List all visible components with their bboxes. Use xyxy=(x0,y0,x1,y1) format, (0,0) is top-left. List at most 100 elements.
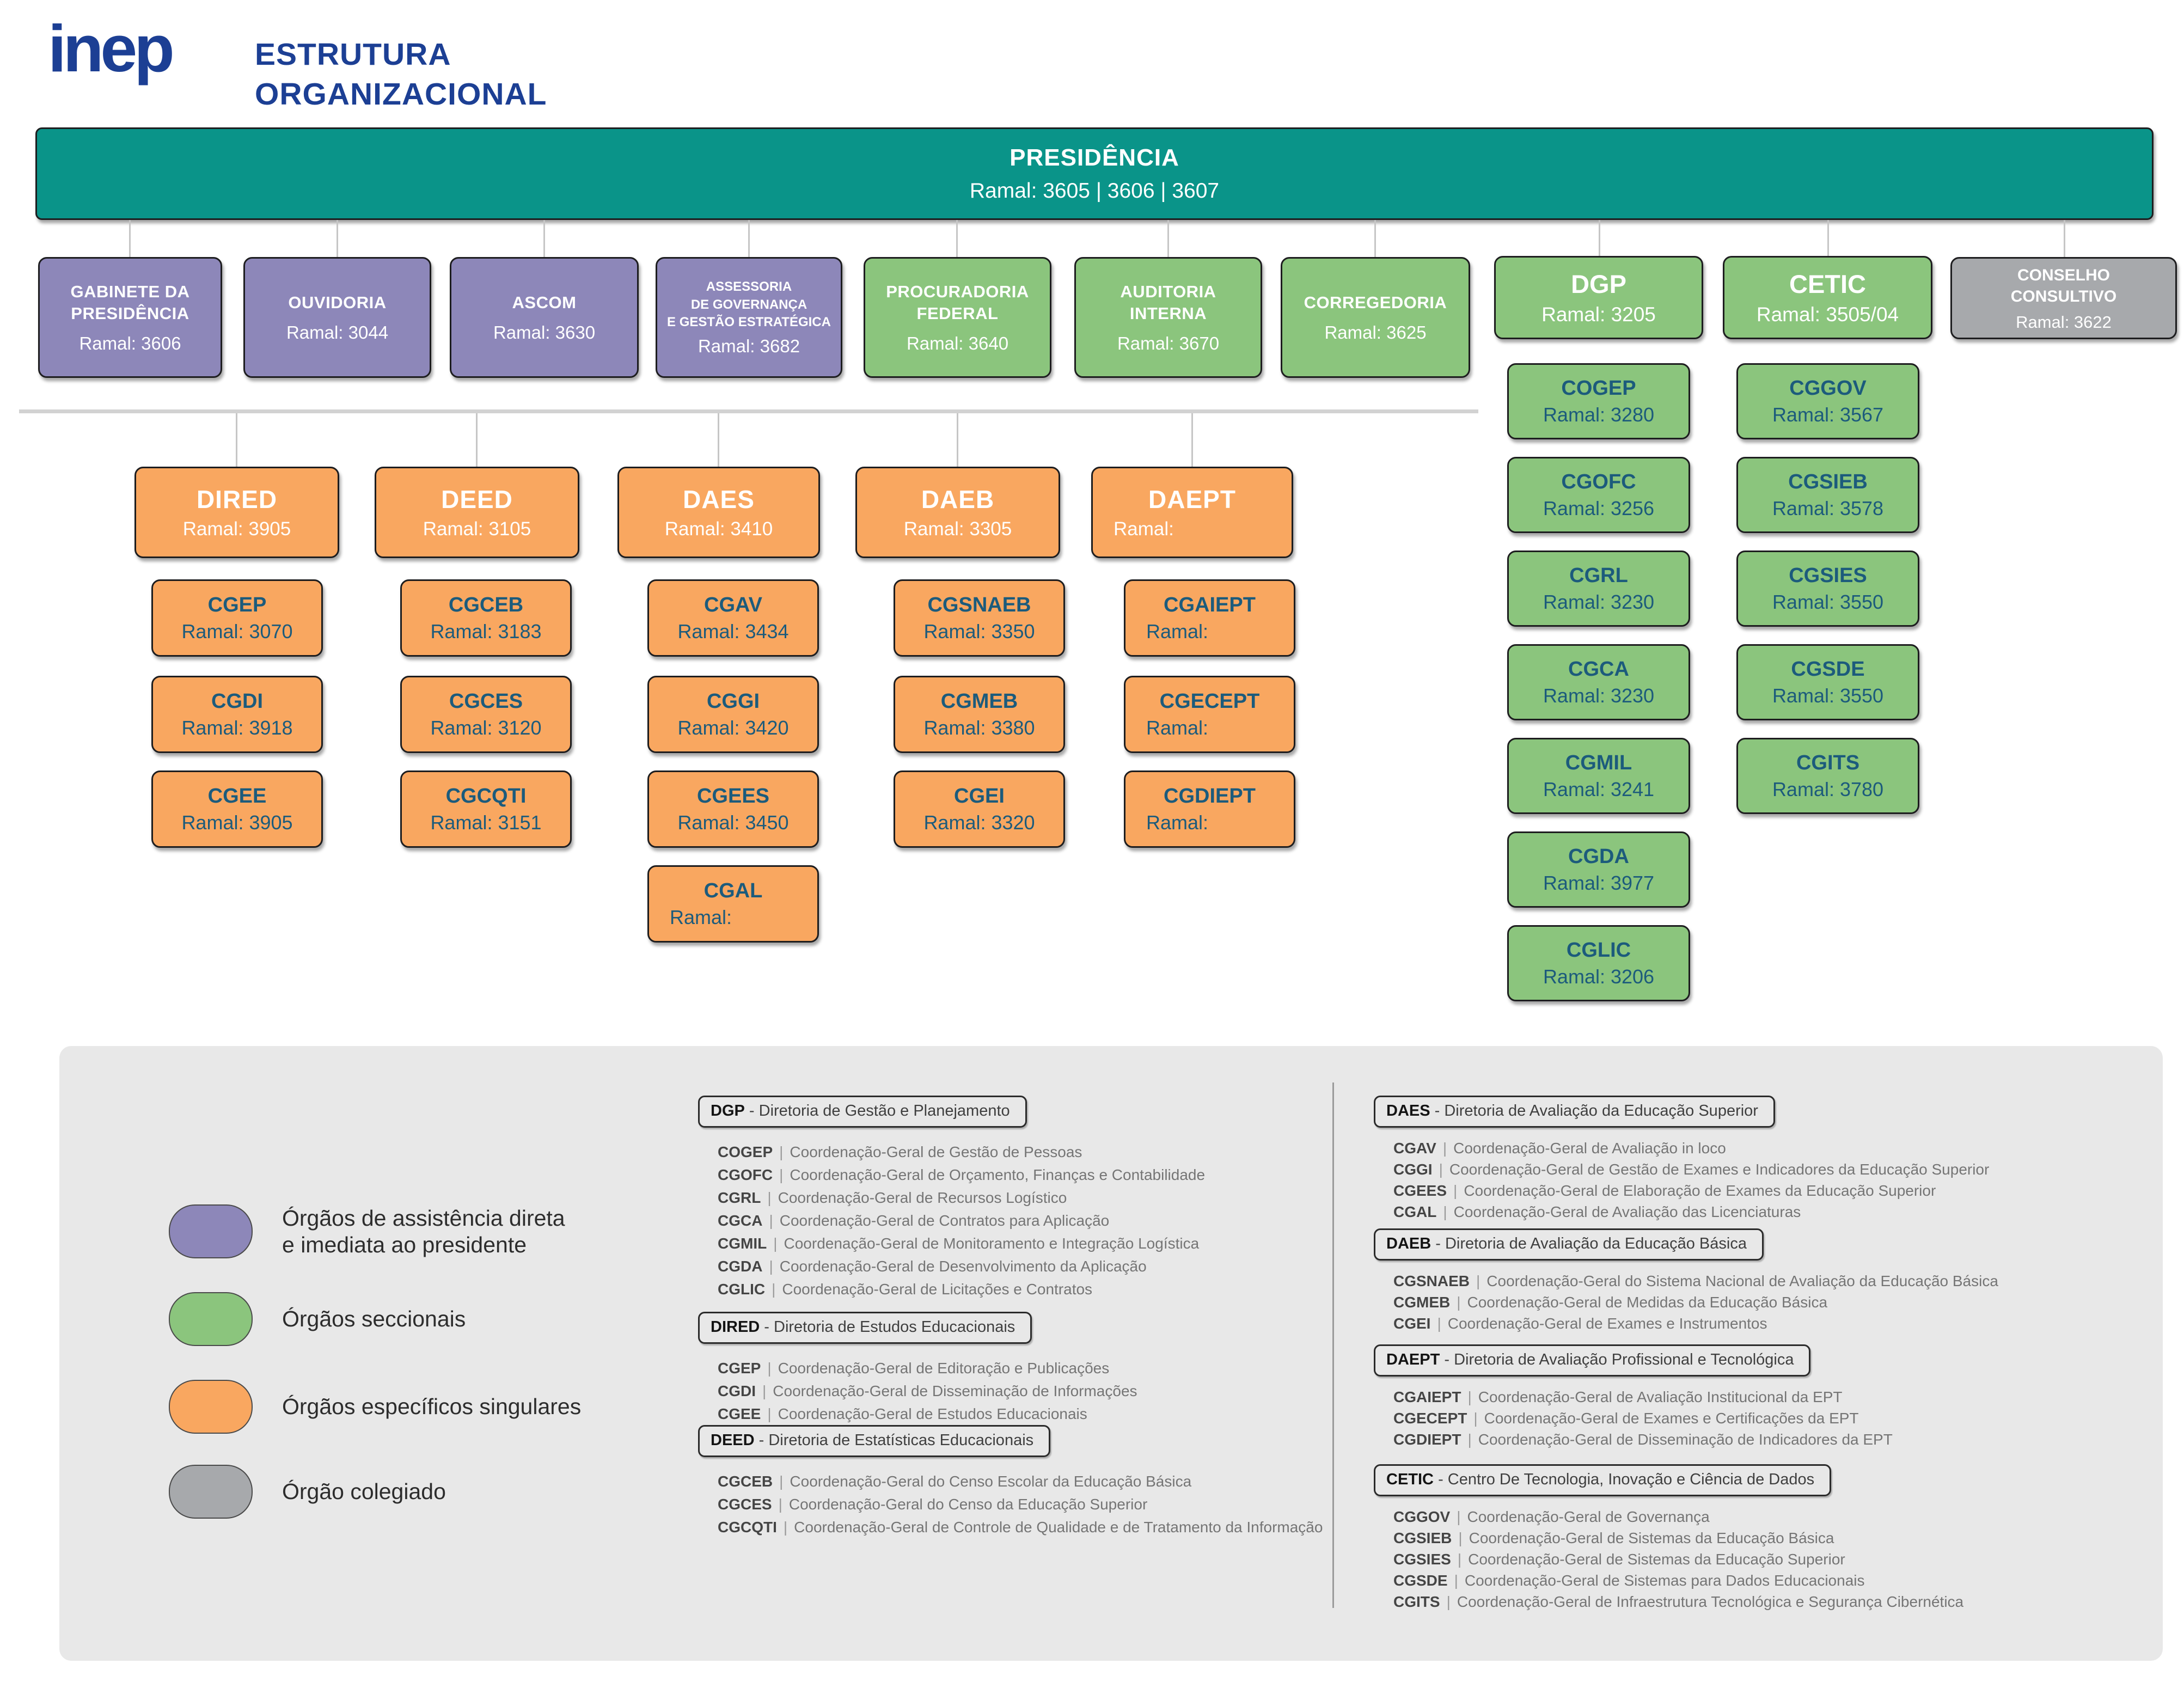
item-desc: Coordenação-Geral de Editoração e Public… xyxy=(778,1360,1110,1377)
list-section-header: DEED - Diretoria de Estatísticas Educaci… xyxy=(698,1425,1051,1457)
separator: | xyxy=(1453,1182,1458,1199)
box-title: CGDI xyxy=(211,689,263,713)
box-ramal: Ramal: 3256 xyxy=(1543,497,1655,519)
section-title: - Centro De Tecnologia, Inovação e Ciênc… xyxy=(1438,1471,1815,1488)
panel-divider xyxy=(1332,1082,1334,1608)
item-acronym: CGDI xyxy=(718,1383,756,1399)
box-title: CGGOV xyxy=(1789,376,1867,400)
item-desc: Coordenação-Geral de Orçamento, Finanças… xyxy=(790,1166,1206,1183)
list-section-header: DAES - Diretoria de Avaliação da Educaçã… xyxy=(1374,1096,1775,1128)
item-acronym: CGSIES xyxy=(1393,1551,1451,1568)
separator: | xyxy=(779,1143,784,1160)
list-items: CGSNAEB|Coordenação-Geral do Sistema Nac… xyxy=(1374,1270,1998,1334)
box-title: COGEP xyxy=(1561,376,1636,400)
connector-line xyxy=(1599,220,1600,256)
box-ramal: Ramal: 3205 xyxy=(1541,303,1656,326)
org-box-cgdi: CGDI Ramal: 3918 xyxy=(151,676,323,753)
item-acronym: CGITS xyxy=(1393,1593,1440,1610)
box-ramal: Ramal: 3670 xyxy=(1117,333,1220,354)
separator: | xyxy=(767,1189,772,1206)
item-acronym: CGCQTI xyxy=(718,1519,777,1536)
list-section-daept: DAEPT - Diretoria de Avaliação Profissio… xyxy=(1374,1344,1893,1450)
item-acronym: CGAV xyxy=(1393,1140,1436,1157)
box-ramal: Ramal: 3044 xyxy=(286,322,389,343)
box-title: DAEB xyxy=(921,485,995,513)
org-box-cglic: CGLIC Ramal: 3206 xyxy=(1507,925,1690,1001)
org-box-cgsieb: CGSIEB Ramal: 3578 xyxy=(1736,457,1919,533)
item-acronym: CGMEB xyxy=(1393,1294,1451,1311)
box-title: CGSNAEB xyxy=(927,593,1031,616)
list-item: CGAV|Coordenação-Geral de Avaliação in l… xyxy=(1393,1137,1989,1159)
box-ramal: Ramal: 3151 xyxy=(430,811,542,834)
item-acronym: CGEES xyxy=(1393,1182,1447,1199)
item-acronym: CGCES xyxy=(718,1496,772,1513)
list-item: CGECEPT|Coordenação-Geral de Exames e Ce… xyxy=(1393,1408,1893,1429)
item-acronym: CGOFC xyxy=(718,1166,773,1183)
list-section-daes: DAES - Diretoria de Avaliação da Educaçã… xyxy=(1374,1096,1989,1222)
list-item: CGGOV|Coordenação-Geral de Governança xyxy=(1393,1506,1963,1527)
org-box-cggov: CGGOV Ramal: 3567 xyxy=(1736,363,1919,439)
list-section-daeb: DAEB - Diretoria de Avaliação da Educaçã… xyxy=(1374,1228,1998,1334)
connector-line xyxy=(1191,413,1193,467)
list-section-header: DGP - Diretoria de Gestão e Planejamento xyxy=(698,1096,1027,1128)
legend-label: Órgãos seccionais xyxy=(282,1306,466,1332)
separator: | xyxy=(779,1166,784,1183)
org-box-cgees: CGEES Ramal: 3450 xyxy=(647,770,819,848)
list-item: CGLIC|Coordenação-Geral de Licitações e … xyxy=(718,1278,1205,1301)
inep-logo: inep xyxy=(48,11,175,85)
box-title: CGITS xyxy=(1796,751,1860,774)
box-title: CETIC xyxy=(1789,270,1866,298)
box-ramal: Ramal: 3905 xyxy=(181,811,293,834)
connector-line xyxy=(1167,220,1169,257)
item-desc: Coordenação-Geral de Disseminação de Ind… xyxy=(1478,1431,1893,1448)
box-title: CGEES xyxy=(696,784,770,808)
connector-line xyxy=(1827,220,1829,256)
item-desc: Coordenação-Geral do Censo da Educação S… xyxy=(788,1496,1148,1513)
item-acronym: CGDA xyxy=(718,1258,763,1275)
org-box-dgp: DGP Ramal: 3205 xyxy=(1494,256,1703,339)
item-desc: Coordenação-Geral de Exames e Certificaç… xyxy=(1484,1410,1859,1427)
box-ramal: Ramal: 3230 xyxy=(1543,590,1655,613)
connector-line xyxy=(718,413,719,467)
item-acronym: CGSDE xyxy=(1393,1572,1448,1589)
item-acronym: CGEE xyxy=(718,1405,761,1422)
list-item: CGMEB|Coordenação-Geral de Medidas da Ed… xyxy=(1393,1292,1998,1313)
separator: | xyxy=(783,1519,788,1536)
separator: | xyxy=(1457,1294,1461,1311)
list-section-cetic: CETIC - Centro De Tecnologia, Inovação e… xyxy=(1374,1464,1963,1612)
box-ramal: Ramal: 3625 xyxy=(1324,322,1427,343)
box-ramal: Ramal: 3977 xyxy=(1543,871,1655,894)
legend-swatch-gray xyxy=(169,1465,253,1519)
list-item: CGCEB|Coordenação-Geral do Censo Escolar… xyxy=(718,1470,1323,1493)
box-title: CGECEPT xyxy=(1159,689,1260,713)
connector-rail xyxy=(19,409,1478,413)
separator: | xyxy=(1473,1410,1478,1427)
org-box-cgces: CGCES Ramal: 3120 xyxy=(400,676,572,753)
box-title: ASCOM xyxy=(512,292,577,312)
separator: | xyxy=(1457,1508,1461,1525)
list-item: CGDIEPT|Coordenação-Geral de Disseminaçã… xyxy=(1393,1429,1893,1450)
item-desc: Coordenação-Geral de Exames e Instrument… xyxy=(1447,1315,1767,1332)
list-item: CGSDE|Coordenação-Geral de Sistemas para… xyxy=(1393,1570,1963,1591)
connector-line xyxy=(337,220,338,257)
legend-swatch-orange xyxy=(169,1380,253,1434)
list-items: COGEP|Coordenação-Geral de Gestão de Pes… xyxy=(698,1141,1205,1301)
section-acronym: DAEB xyxy=(1386,1235,1431,1252)
box-ramal: Ramal: 3450 xyxy=(677,811,789,834)
box-title: DAEPT xyxy=(1148,485,1236,513)
box-ramal: Ramal: 3070 xyxy=(181,620,293,643)
list-section-header: DIRED - Diretoria de Estudos Educacionai… xyxy=(698,1312,1032,1344)
legend-label: Órgãos específicos singulares xyxy=(282,1394,582,1420)
item-desc: Coordenação-Geral de Avaliação das Licen… xyxy=(1453,1203,1801,1220)
org-box-deed: DEED Ramal: 3105 xyxy=(375,467,579,558)
org-box-gabinete-presidencia: GABINETE DA PRESIDÊNCIA Ramal: 3606 xyxy=(38,257,222,378)
org-box-cgsde: CGSDE Ramal: 3550 xyxy=(1736,644,1919,720)
box-ramal: Ramal: xyxy=(670,906,732,928)
box-ramal: Ramal: 3380 xyxy=(923,716,1035,739)
org-box-cgei: CGEI Ramal: 3320 xyxy=(894,770,1065,848)
box-ramal: Ramal: 3578 xyxy=(1772,497,1884,519)
list-item: CGAL|Coordenação-Geral de Avaliação das … xyxy=(1393,1201,1989,1222)
box-title: ASSESSORIA DE GOVERNANÇA E GESTÃO ESTRAT… xyxy=(667,279,831,330)
box-title: OUVIDORIA xyxy=(288,292,387,312)
box-title: CGCA xyxy=(1568,657,1629,681)
